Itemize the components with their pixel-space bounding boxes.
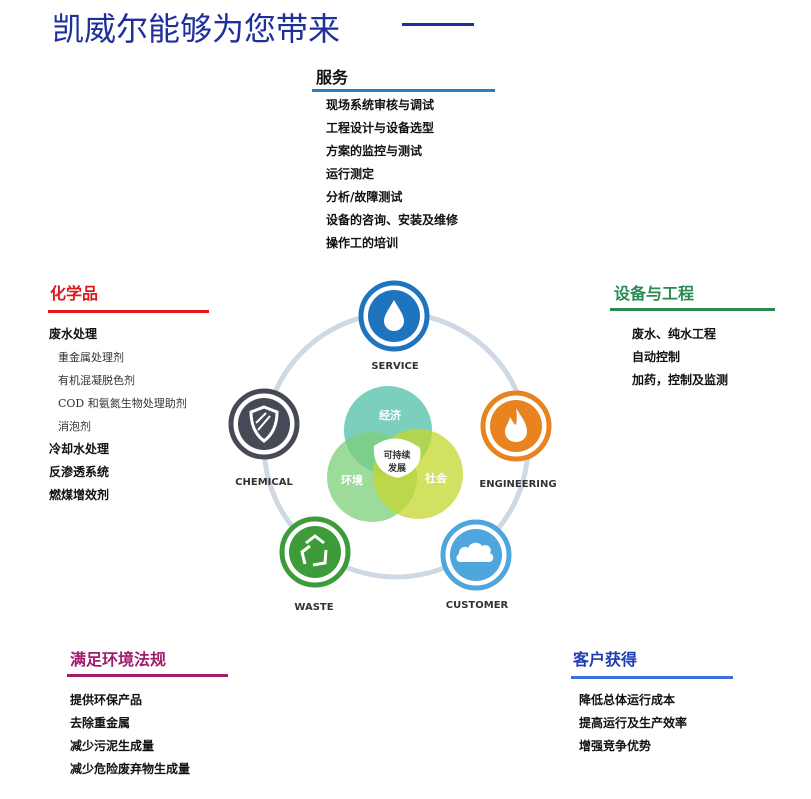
equipment-underline	[610, 308, 775, 311]
list-item: 去除重金属	[70, 716, 131, 730]
list-item: 燃煤增效剂	[49, 488, 110, 502]
list-item: 工程设计与设备选型	[326, 121, 435, 135]
sub-list-item: 重金属处理剂	[58, 351, 124, 364]
list-item: 减少污泥生成量	[70, 739, 155, 753]
chemicals-heading: 化学品	[50, 284, 99, 303]
list-item: 反渗透系统	[49, 465, 110, 479]
sub-list-item: 有机混凝脱色剂	[58, 374, 135, 387]
venn-center-label-1: 可持续	[383, 449, 410, 461]
recycle-icon	[300, 534, 328, 567]
venn-society-label: 社会	[424, 471, 448, 485]
service-node: SERVICE	[358, 280, 430, 372]
customer-heading: 客户获得	[573, 650, 638, 669]
list-item: 自动控制	[632, 350, 681, 364]
list-item: 操作工的培训	[326, 236, 399, 250]
water-drop-icon	[384, 300, 404, 331]
cloud-icon	[456, 542, 494, 562]
chemical-node-label: CHEMICAL	[235, 477, 293, 488]
regulation-underline	[67, 674, 228, 677]
customer-underline	[571, 676, 733, 679]
list-item: 设备的咨询、安装及维修	[326, 213, 459, 227]
title-dash	[402, 23, 474, 26]
venn-center	[373, 438, 421, 478]
venn-diagram: 经济 环境 社会 可持续 发展	[327, 386, 463, 522]
list-item: 废水、纯水工程	[632, 327, 717, 341]
service-underline	[312, 89, 495, 92]
venn-environment-label: 环境	[341, 473, 363, 487]
list-item: 方案的监控与测试	[326, 144, 423, 158]
shield-stripes	[255, 412, 271, 431]
equipment-list: 废水、纯水工程 自动控制 加药，控制及监测	[632, 323, 728, 392]
flame-icon	[505, 408, 527, 442]
list-item: 分析/故障测试	[326, 190, 403, 204]
waste-node-disc	[289, 526, 341, 578]
venn-economy-label: 经济	[379, 408, 402, 422]
regulation-list: 提供环保产品 去除重金属 减少污泥生成量 减少危险废弃物生成量	[70, 689, 190, 781]
shield-icon	[249, 405, 279, 443]
service-heading: 服务	[316, 68, 349, 87]
equipment-heading: 设备与工程	[614, 284, 695, 303]
list-item: 废水处理	[49, 327, 98, 341]
chemicals-list: 废水处理 重金属处理剂 有机混凝脱色剂 COD 和氨氮生物处理助剂 消泡剂 冷却…	[49, 323, 187, 507]
list-item: 提供环保产品	[70, 693, 143, 707]
customer-node-label: CUSTOMER	[446, 600, 509, 611]
page-title: 凯威尔能够为您带来	[52, 10, 341, 48]
waste-node-label: WASTE	[294, 602, 333, 613]
list-item: 提高运行及生产效率	[579, 716, 688, 730]
regulation-heading: 满足环境法规	[70, 650, 167, 669]
list-item: 现场系统审核与调试	[326, 98, 435, 112]
customer-list: 降低总体运行成本 提高运行及生产效率 增强竞争优势	[579, 689, 687, 758]
engineering-node-label: ENGINEERING	[479, 479, 556, 490]
customer-node: CUSTOMER	[440, 519, 512, 611]
waste-node: WASTE	[279, 516, 351, 613]
list-item: 运行测定	[326, 167, 375, 181]
chemical-node: CHEMICAL	[228, 388, 300, 488]
list-item: 加药，控制及监测	[632, 373, 729, 387]
venn-center-label-2: 发展	[387, 462, 406, 474]
list-item: 降低总体运行成本	[579, 693, 676, 707]
list-item: 减少危险废弃物生成量	[70, 762, 191, 776]
chemicals-underline	[48, 310, 209, 313]
sub-list-item: COD 和氨氮生物处理助剂	[58, 397, 187, 410]
list-item: 增强竞争优势	[579, 739, 652, 753]
service-list: 现场系统审核与调试 工程设计与设备选型 方案的监控与测试 运行测定 分析/故障测…	[326, 94, 458, 255]
list-item: 冷却水处理	[49, 442, 110, 456]
sub-list-item: 消泡剂	[58, 420, 91, 433]
engineering-node: ENGINEERING	[479, 390, 557, 490]
service-node-label: SERVICE	[371, 361, 419, 372]
sustainability-diagram: 经济 环境 社会 可持续 发展 SERVICE ENGINEERING CUST…	[228, 280, 557, 613]
